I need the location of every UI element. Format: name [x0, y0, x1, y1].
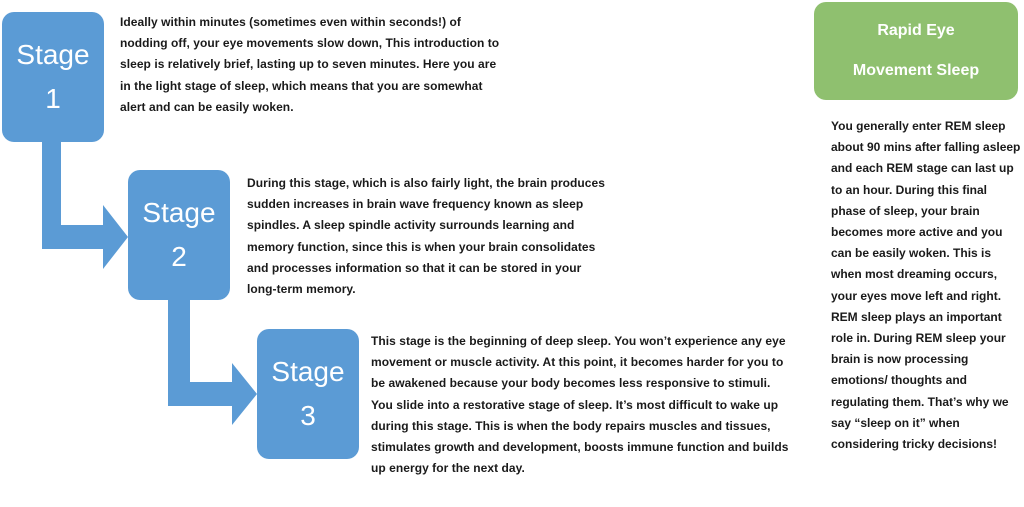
stage-1-box: Stage 1: [2, 12, 104, 142]
stage-2-number: 2: [171, 241, 187, 272]
stage-1-description: Ideally within minutes (sometimes even w…: [120, 15, 500, 114]
rem-description: You generally enter REM sleep about 90 m…: [831, 119, 1021, 452]
stage-2-label: Stage: [142, 197, 216, 228]
stage-3-description: This stage is the beginning of deep slee…: [371, 334, 789, 476]
stage-2-description: During this stage, which is also fairly …: [247, 176, 605, 297]
stage-3-number: 3: [300, 400, 316, 431]
stage-3-box: Stage 3: [257, 329, 359, 459]
stage-3-label: Stage: [271, 356, 345, 387]
stage-1-number: 1: [45, 83, 61, 114]
rem-title-line2: Movement Sleep: [852, 62, 980, 79]
arrow-stage2-to-stage3: [168, 300, 257, 425]
stage-1-label: Stage: [16, 39, 90, 70]
arrow-stage1-to-stage2: [42, 142, 128, 269]
stage-2-box: Stage 2: [128, 170, 230, 300]
rem-title-line1: Rapid Eye: [877, 22, 955, 39]
rem-title-box: Rapid Eye Movement Sleep: [814, 2, 1018, 100]
